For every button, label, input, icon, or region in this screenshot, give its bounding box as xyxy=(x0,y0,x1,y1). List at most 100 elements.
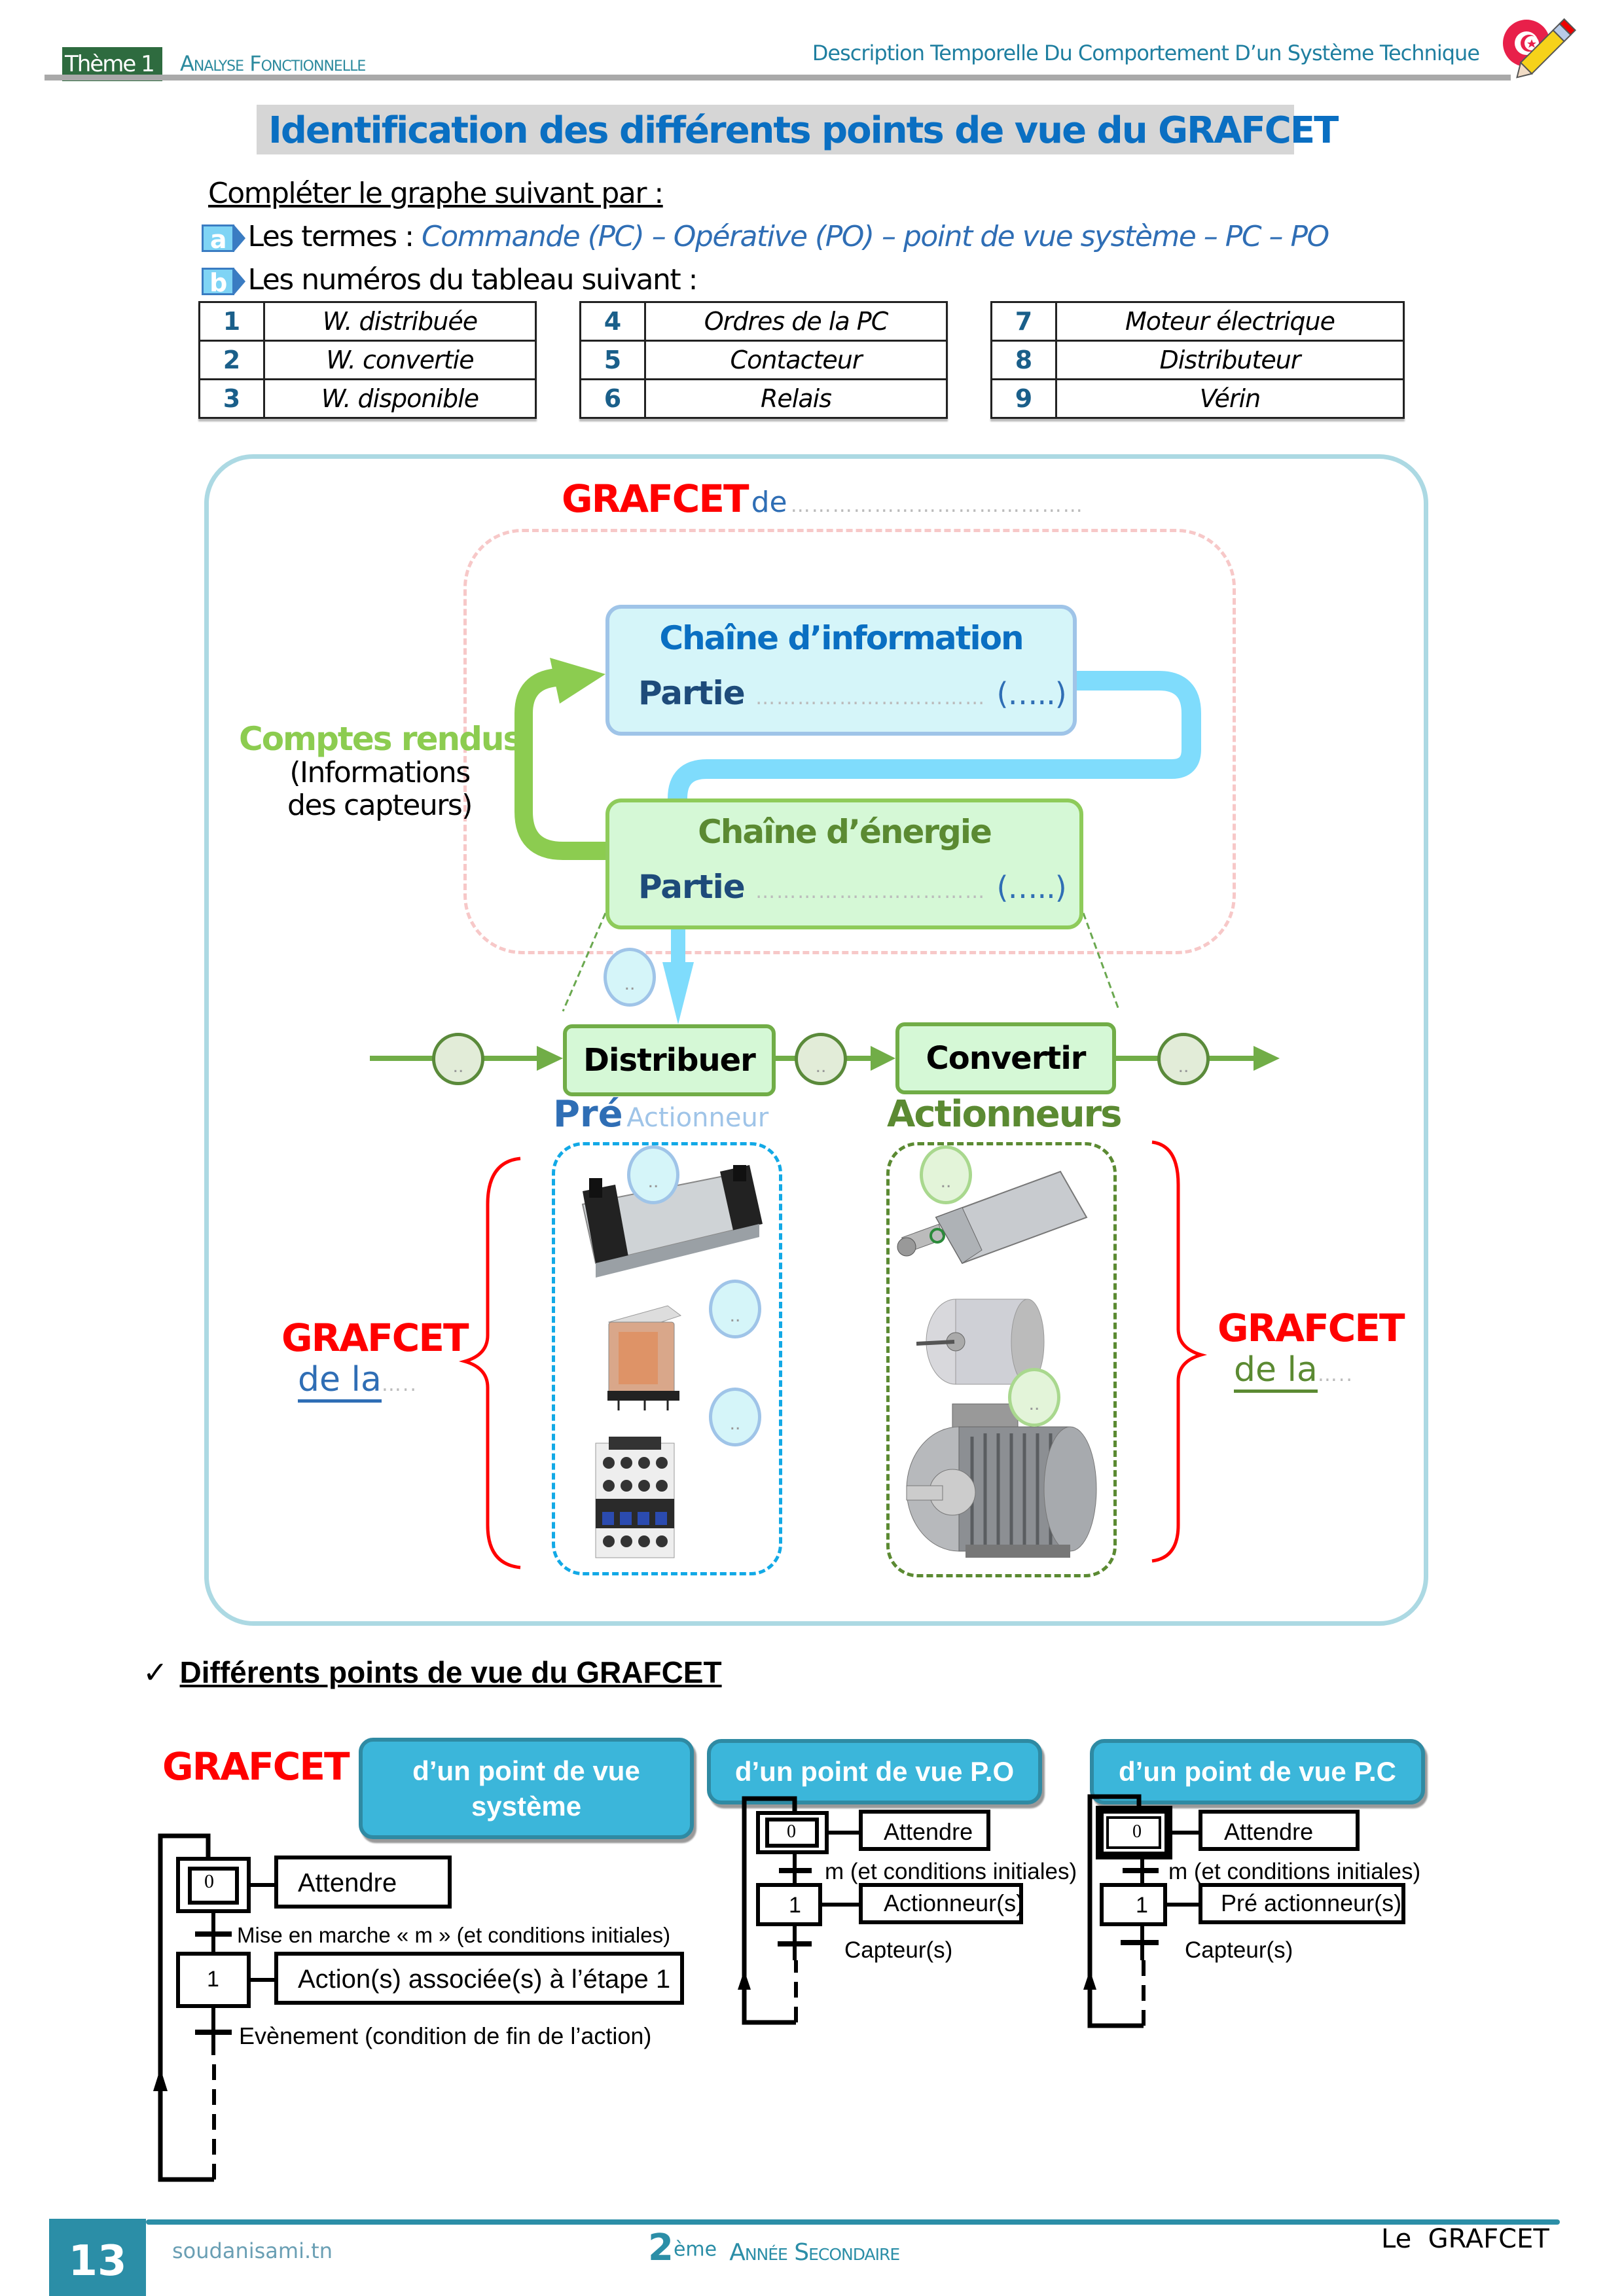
order-arrow xyxy=(668,671,1201,799)
table-cell-term: Distributeur xyxy=(1055,340,1405,380)
level-text: Année Secondaire xyxy=(729,2239,900,2266)
page-title: Identification des différents points de … xyxy=(268,109,1339,152)
school-level: 2ème Année Secondaire xyxy=(648,2227,900,2269)
de-la-word: de la xyxy=(1234,1350,1318,1393)
fill-blank[interactable]: ….. xyxy=(1317,1363,1354,1386)
grafcet-colon-label: GRAFCET : xyxy=(162,1744,376,1789)
blank-oval-orders[interactable]: .. xyxy=(604,948,656,1007)
footer-rule xyxy=(146,2219,1560,2225)
info-chain-partie: Partie …………………………… (…..) xyxy=(638,674,1067,712)
info-chain-title: Chaîne d’information xyxy=(659,619,1024,657)
document-subject: Description Temporelle Du Comportement D… xyxy=(812,41,1480,65)
table-cell-number: 6 xyxy=(579,378,646,419)
table-cell-number: 9 xyxy=(990,378,1057,419)
blank-oval-flow-mid[interactable]: .. xyxy=(795,1033,847,1085)
relais-image xyxy=(607,1305,682,1410)
pre-actionneur-label: Pré Actionneur xyxy=(553,1093,768,1136)
convertir-box: Convertir xyxy=(895,1022,1116,1094)
pre-word: Pré xyxy=(553,1093,623,1136)
grafcet-left-label: GRAFCET de la….. xyxy=(281,1316,469,1403)
step-number: 0 xyxy=(787,1821,796,1842)
fill-blank[interactable]: …………………………… xyxy=(755,880,986,903)
action-label: Attendre xyxy=(298,1869,397,1897)
system-dashed-frame xyxy=(463,529,1236,954)
blank-oval-contacteur[interactable]: .. xyxy=(709,1388,761,1446)
action-label: Attendre xyxy=(884,1818,973,1845)
projection-line-right xyxy=(1082,912,1121,1012)
website: soudanisami.tn xyxy=(172,2238,333,2263)
action-label: Attendre xyxy=(1224,1818,1314,1845)
comptes-rendus-sub: (Informations des capteurs) xyxy=(275,757,484,822)
table-cell-number: 8 xyxy=(990,340,1057,380)
flow-arrowhead-mid xyxy=(871,1046,895,1071)
transition-label: Capteur(s) xyxy=(844,1937,953,1963)
tunisia-flag-pencil-icon xyxy=(1503,18,1577,79)
table-cell-term: Moteur électrique xyxy=(1055,301,1405,342)
left-brace xyxy=(458,1157,521,1570)
fill-blank[interactable]: …………………………… xyxy=(755,687,986,709)
step-number: 0 xyxy=(204,1871,214,1892)
blank-oval-moteur[interactable]: .. xyxy=(1008,1368,1060,1427)
blank-oval-flow-out[interactable]: .. xyxy=(1157,1033,1210,1085)
step-number: 1 xyxy=(789,1893,801,1918)
chapter-title: Le GRAFCET xyxy=(1381,2224,1549,2254)
table-cell-term: Contacteur xyxy=(644,340,948,380)
instruction-intro: Compléter le graphe suivant par : xyxy=(208,177,664,210)
step-number: 1 xyxy=(1136,1893,1148,1918)
verin-image xyxy=(897,1170,1088,1265)
comptes-rendus-label: Comptes rendus xyxy=(239,720,522,758)
table-cell-term: Relais xyxy=(644,378,948,419)
comptes-sub-line-2: des capteurs) xyxy=(287,789,473,822)
transition-label: m (et conditions initiales) xyxy=(825,1859,1077,1884)
actionneur-word: Actionneur xyxy=(626,1103,769,1133)
grafcet-word: GRAFCET xyxy=(562,476,749,521)
blank-oval-distributeur[interactable]: .. xyxy=(627,1145,679,1204)
theme-name: Analyse Fonctionnelle xyxy=(180,51,366,76)
action-label: Actionneur(s) xyxy=(884,1890,1024,1916)
right-brace xyxy=(1151,1140,1208,1563)
blank-oval-relais[interactable]: .. xyxy=(709,1280,761,1338)
flow-arrowhead-in xyxy=(537,1046,563,1071)
transition-label: Evènement (condition de fin de l’action) xyxy=(239,2022,652,2049)
pre-actuator-group xyxy=(552,1142,782,1575)
fill-blank-paren[interactable]: (…..) xyxy=(996,870,1067,905)
energy-chain-box: Chaîne d’énergie Partie …………………………… (…..… xyxy=(605,798,1083,929)
table-cell-term: Ordres de la PC xyxy=(644,301,948,342)
energy-chain-partie: Partie …………………………… (…..) xyxy=(638,868,1067,906)
transition-label: m (et conditions initiales) xyxy=(1168,1859,1421,1884)
section-heading-text: Différents points de vue du GRAFCET xyxy=(179,1655,722,1689)
fill-blank[interactable]: ….. xyxy=(381,1373,418,1396)
transition-label: Capteur(s) xyxy=(1185,1937,1293,1963)
grafcet-word: GRAFCET xyxy=(281,1316,469,1360)
grafcet-word: GRAFCET xyxy=(1218,1306,1405,1350)
partie-label: Partie xyxy=(638,674,746,712)
instruction-a-terms: Commande (PC) – Opérative (PO) – point d… xyxy=(422,220,1329,253)
de-la-word: de la xyxy=(298,1360,382,1403)
contacteur-image xyxy=(595,1437,675,1558)
table-cell-term: W. distribuée xyxy=(263,301,537,342)
distribuer-box: Distribuer xyxy=(563,1024,776,1096)
table-cell-number: 7 xyxy=(990,301,1057,342)
fill-blank[interactable]: …………………………………… xyxy=(790,494,1084,517)
grafcet-pc xyxy=(1083,1794,1405,2028)
table-cell-number: 1 xyxy=(198,301,265,342)
diagram-frame xyxy=(204,454,1428,1626)
check-icon: ✓ xyxy=(143,1655,168,1689)
grafcet-right-label: GRAFCET de la….. xyxy=(1218,1306,1405,1393)
actionneurs-label: Actionneurs xyxy=(887,1093,1123,1136)
fill-blank-paren[interactable]: (…..) xyxy=(996,676,1067,711)
blank-oval-verin[interactable]: .. xyxy=(920,1145,972,1204)
point-de-vue-po: d’un point de vue P.O xyxy=(707,1739,1042,1804)
instruction-a-label: Les termes : xyxy=(247,220,422,253)
de-word: de xyxy=(751,486,787,519)
blank-oval-flow-in[interactable]: .. xyxy=(432,1033,484,1085)
step-number: 1 xyxy=(207,1967,219,1992)
page-number: 13 xyxy=(49,2219,146,2296)
